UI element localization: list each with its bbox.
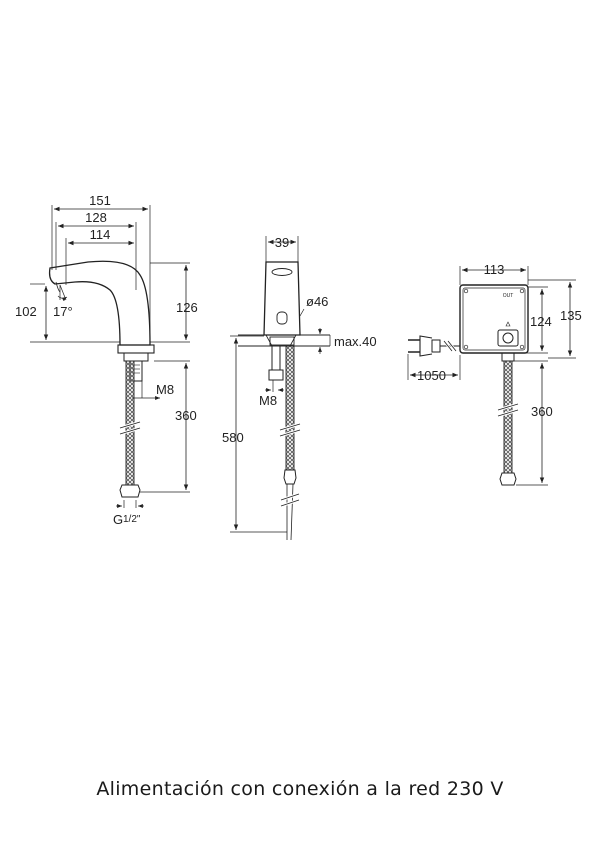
front-view xyxy=(230,236,331,541)
caption: Alimentación con conexión a la red 230 V xyxy=(96,778,504,800)
side-view-labels: 151 128 114 102 17° 126 M8 360 G 1/2" xyxy=(15,193,198,527)
label-g: G xyxy=(113,512,123,527)
label-135: 135 xyxy=(560,308,582,323)
label-126: 126 xyxy=(176,300,198,315)
label-151: 151 xyxy=(89,193,111,208)
label-1050: 1050 xyxy=(417,368,446,383)
label-360-side: 360 xyxy=(175,408,197,423)
control-box-labels: 113 OUT 124 135 1050 360 xyxy=(417,262,582,419)
label-102: 102 xyxy=(15,304,37,319)
label-113: 113 xyxy=(484,262,505,277)
label-m8-side: M8 xyxy=(156,382,174,397)
label-124: 124 xyxy=(530,314,552,329)
control-box-view xyxy=(407,266,576,486)
front-view-labels: 39 ø46 max.40 580 M8 xyxy=(222,235,377,445)
label-17-deg: 17° xyxy=(53,304,73,319)
label-39: 39 xyxy=(275,235,289,250)
side-view xyxy=(30,205,190,508)
label-128: 128 xyxy=(85,210,107,225)
label-360-box: 360 xyxy=(531,404,553,419)
label-114: 114 xyxy=(90,227,111,242)
control-box xyxy=(459,284,529,354)
label-diameter-46: ø46 xyxy=(306,294,328,309)
label-g-fraction: 1/2" xyxy=(123,514,141,525)
label-580: 580 xyxy=(222,430,244,445)
label-m8-front: M8 xyxy=(259,393,277,408)
label-out: OUT xyxy=(503,293,514,299)
label-max-40: max.40 xyxy=(334,334,377,349)
tap-body xyxy=(48,260,151,346)
